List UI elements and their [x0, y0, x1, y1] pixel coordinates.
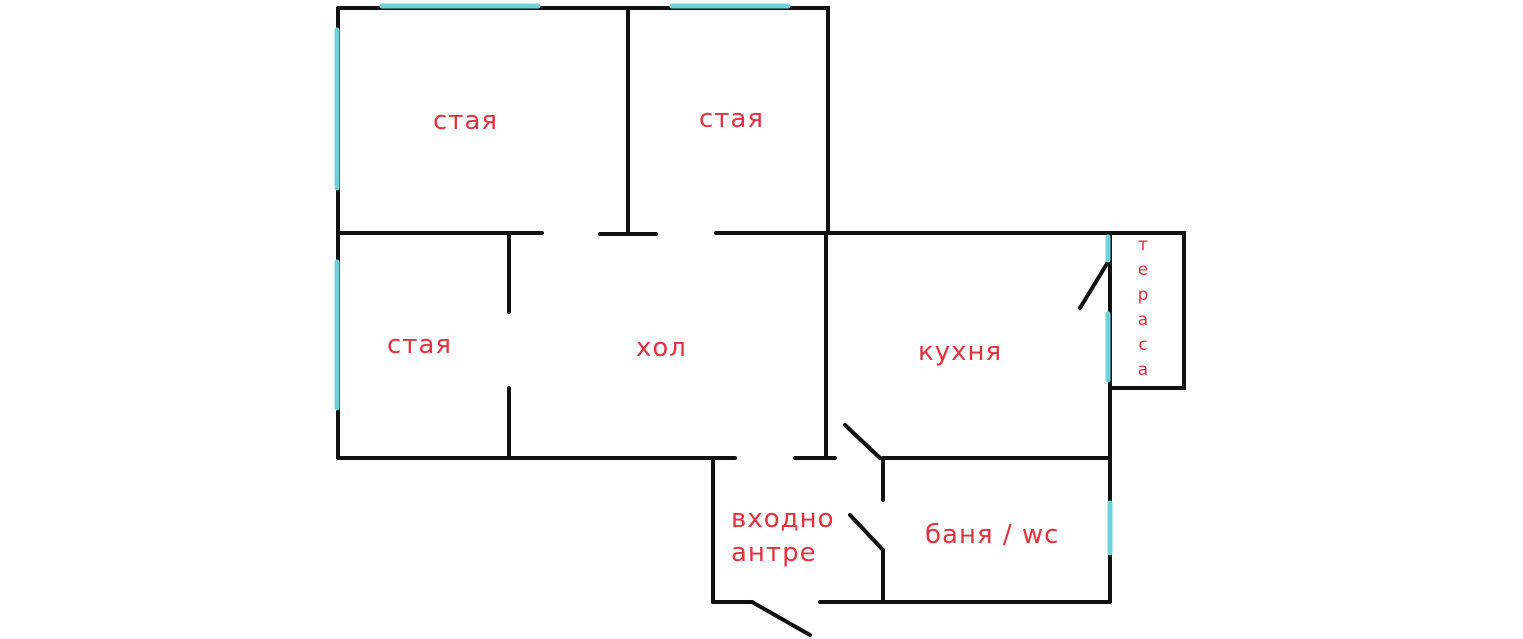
terrace-letter: с [1138, 335, 1148, 355]
terrace-letter: а [1137, 360, 1149, 380]
windows [334, 3, 1113, 556]
room-label-hall: хол [636, 333, 687, 363]
room-label-entrance-1: входно [731, 504, 835, 534]
room-label-bathroom: баня / wc [925, 520, 1060, 550]
room-label-bedroom-2: стая [699, 104, 765, 134]
terrace-letter: а [1137, 310, 1149, 330]
door-bathroom [848, 513, 885, 552]
doors [750, 260, 1110, 637]
door-kitchen [843, 423, 882, 460]
room-label-bedroom-3: стая [387, 330, 453, 360]
room-label-bedroom-1: стая [433, 106, 499, 136]
room-label-kitchen: кухня [918, 337, 1003, 367]
terrace-letter: р [1137, 285, 1149, 305]
door-entrance [750, 600, 812, 637]
terrace-letter: т [1138, 235, 1148, 255]
door-terrace [1078, 260, 1110, 310]
terrace-letter: е [1137, 260, 1149, 280]
room-label-entrance-2: антре [731, 538, 817, 568]
room-label-terrace: т е р а с а [1133, 233, 1153, 383]
